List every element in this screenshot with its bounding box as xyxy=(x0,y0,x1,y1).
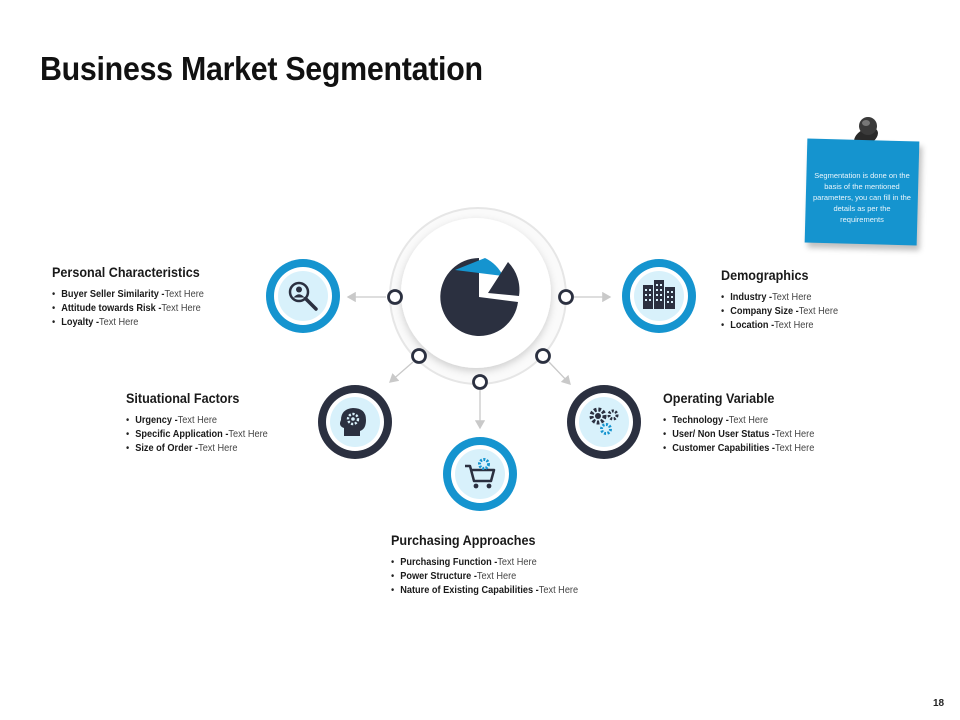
list-item: Attitude towards Risk -Text Here xyxy=(52,302,204,315)
node-ring-situational xyxy=(411,348,427,364)
list-item: Customer Capabilities -Text Here xyxy=(663,442,814,455)
node-ring-personal xyxy=(387,289,403,305)
page-title: Business Market Segmentation xyxy=(40,50,483,87)
node-ring-purchasing xyxy=(472,374,488,390)
segment-title: Operating Variable xyxy=(663,390,775,406)
segment-title: Personal Characteristics xyxy=(52,264,200,280)
list-item: Urgency -Text Here xyxy=(126,414,268,427)
list-item: Technology -Text Here xyxy=(663,414,814,427)
shopping-cart-icon xyxy=(443,437,517,511)
segment-demographics: Demographics Industry -Text Here Company… xyxy=(721,267,848,333)
list-item: Size of Order -Text Here xyxy=(126,442,268,455)
segment-situational-factors: Situational Factors Urgency -Text Here S… xyxy=(126,390,280,456)
connector-situational xyxy=(389,361,414,383)
head-gear-icon xyxy=(318,385,392,459)
person-magnifier-icon xyxy=(266,259,340,333)
node-ring-demographics xyxy=(558,289,574,305)
list-item: Industry -Text Here xyxy=(721,291,838,304)
list-item: Nature of Existing Capabilities -Text He… xyxy=(391,584,578,597)
list-item: Purchasing Function -Text Here xyxy=(391,556,578,569)
pie-chart-icon xyxy=(440,258,520,336)
page-number: 18 xyxy=(933,698,945,709)
list-item: Location -Text Here xyxy=(721,319,838,332)
sticky-note-text: Segmentation is done on the basis of the… xyxy=(813,171,911,224)
segment-title: Demographics xyxy=(721,267,809,283)
gears-icon xyxy=(567,385,641,459)
segment-purchasing-approaches: Purchasing Approaches Purchasing Functio… xyxy=(391,532,594,598)
segment-title: Purchasing Approaches xyxy=(391,532,536,548)
segment-operating-variable: Operating Variable Technology -Text Here… xyxy=(663,390,828,456)
segment-personal-characteristics: Personal Characteristics Buyer Seller Si… xyxy=(52,264,217,330)
node-ring-operating xyxy=(535,348,551,364)
list-item: Loyalty -Text Here xyxy=(52,316,204,329)
list-item: Buyer Seller Similarity -Text Here xyxy=(52,288,204,301)
segment-title: Situational Factors xyxy=(126,390,240,406)
list-item: Power Structure -Text Here xyxy=(391,570,578,583)
list-item: Company Size -Text Here xyxy=(721,305,838,318)
buildings-icon xyxy=(622,259,696,333)
list-item: User/ Non User Status -Text Here xyxy=(663,428,814,441)
connector-operating xyxy=(548,361,571,385)
list-item: Specific Application -Text Here xyxy=(126,428,268,441)
